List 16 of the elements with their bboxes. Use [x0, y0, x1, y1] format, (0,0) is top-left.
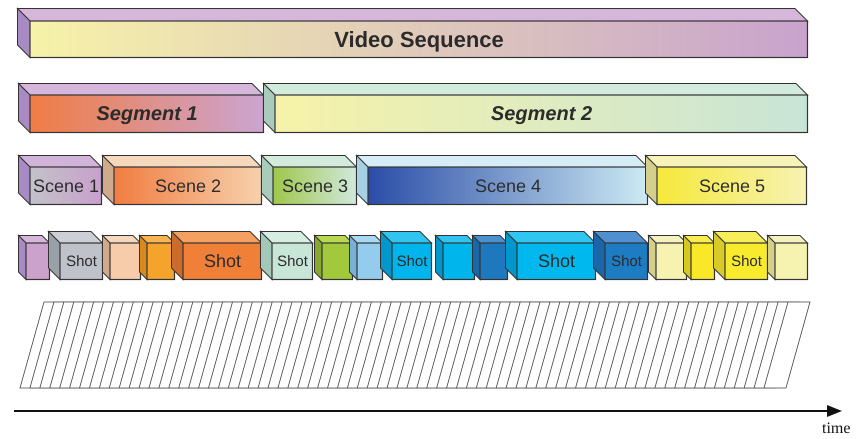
shot-label: Shot — [611, 253, 642, 270]
scene-label: Scene 2 — [154, 176, 222, 196]
shot-label: Shot — [731, 253, 762, 270]
shot-label: Shot — [538, 251, 576, 272]
shot-label: Shot — [204, 251, 242, 272]
scene-label: Scene 3 — [282, 176, 348, 196]
segment-label: Segment 2 — [490, 102, 592, 126]
axis-label: time — [822, 420, 850, 438]
shot-label: Shot — [396, 253, 428, 270]
shot-label: Shot — [66, 253, 97, 270]
shot-label: Shot — [277, 253, 308, 270]
scene-label: Scene 5 — [698, 176, 766, 196]
sequence-title: Video Sequence — [334, 26, 504, 52]
segment-label: Segment 1 — [96, 102, 198, 126]
scene-label: Scene 4 — [474, 176, 542, 196]
scene-label: Scene 1 — [32, 176, 100, 196]
